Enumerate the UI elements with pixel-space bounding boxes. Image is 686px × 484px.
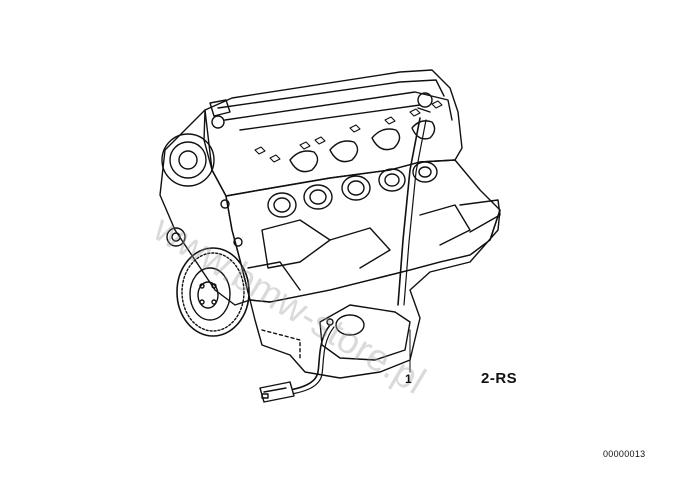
oil-pan-icon (249, 209, 501, 379)
dipstick-icon (397, 92, 433, 306)
diagram-code: 00000013 (603, 449, 646, 459)
sensor-cable-icon (259, 324, 335, 403)
assembly-label: 2-RS (481, 370, 518, 387)
part-number-label: 1 (405, 372, 412, 386)
flywheel-icon (176, 247, 250, 337)
